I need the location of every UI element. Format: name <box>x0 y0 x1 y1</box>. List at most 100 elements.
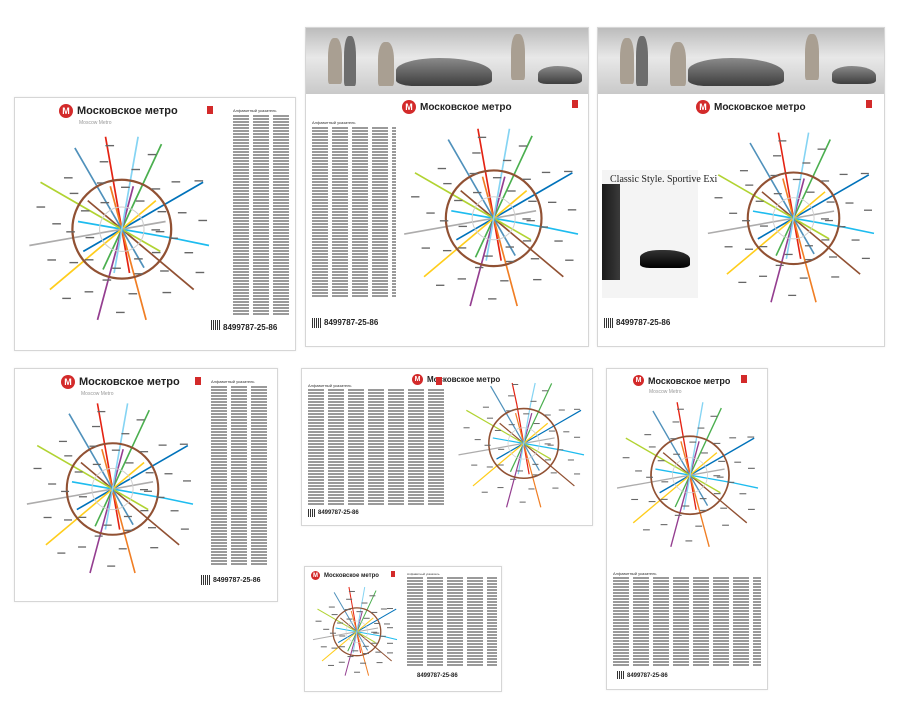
station-label <box>169 237 178 239</box>
phone-number: 8499787-25-86 <box>213 577 261 584</box>
car-advert-photo <box>306 28 588 94</box>
station-label <box>315 620 322 622</box>
station-label <box>674 514 682 516</box>
station-label <box>328 606 335 608</box>
station-label <box>739 170 748 172</box>
sheet-header: М Московское метро <box>59 104 178 118</box>
station-label <box>547 444 554 446</box>
metro-line <box>496 409 582 460</box>
station-label <box>471 464 478 466</box>
station-label <box>131 168 140 171</box>
sheet-header: М Московское метро <box>311 571 379 580</box>
station-label <box>179 443 188 445</box>
station-label <box>112 267 121 269</box>
station-label <box>526 220 535 222</box>
station-label <box>373 632 380 634</box>
metro-line <box>404 209 537 235</box>
metro-line <box>785 132 810 259</box>
model-figure <box>511 34 525 80</box>
metro-line <box>749 142 815 255</box>
station-label <box>58 440 67 443</box>
metro-line <box>717 174 830 240</box>
station-label <box>116 311 125 314</box>
station-label <box>352 650 359 652</box>
station-label <box>864 209 872 211</box>
circle-line <box>488 407 560 480</box>
phone-number: 8499787-25-86 <box>318 510 359 516</box>
model-figure <box>620 38 634 84</box>
station-label <box>716 476 724 478</box>
metro-line <box>477 128 502 261</box>
index-heading: Алфавитный указатель <box>211 379 255 384</box>
station-label <box>329 632 336 634</box>
moscow-emblem-icon <box>741 375 747 383</box>
map-sheet-3[interactable]: М Московское метро Classic Style. Sporti… <box>597 27 885 347</box>
station-label <box>759 225 768 227</box>
metro-line <box>447 139 516 256</box>
station-label <box>107 565 116 567</box>
station-label <box>443 182 452 185</box>
map-sheet-1[interactable]: М Московское метро Moscow Metro Алфавитн… <box>14 97 296 351</box>
station-label <box>539 226 548 228</box>
map-sheet-5[interactable]: М Московское метро Алфавитный указатель … <box>301 368 593 526</box>
model-figure <box>378 42 394 86</box>
index-heading: Алфавитный указатель <box>233 108 277 113</box>
sheet-title: Московское метро <box>77 105 178 117</box>
station-label <box>66 231 75 233</box>
station-label <box>759 245 768 248</box>
metro-logo-icon: М <box>633 375 644 386</box>
metro-line <box>655 468 759 489</box>
sheet-header: М Московское метро <box>412 374 500 385</box>
station-label <box>177 212 187 214</box>
station-label <box>457 278 467 280</box>
station-label <box>563 431 570 433</box>
center-ring <box>772 197 815 240</box>
station-label <box>642 529 650 531</box>
metro-map <box>616 402 759 547</box>
station-label <box>729 437 737 439</box>
station-label <box>84 259 94 261</box>
station-label <box>337 622 344 624</box>
station-label <box>331 614 338 616</box>
station-label <box>519 501 526 503</box>
station-label <box>747 436 755 438</box>
metro-line <box>96 186 135 321</box>
center-ring <box>99 206 145 252</box>
station-label <box>831 276 840 278</box>
station-label <box>824 219 833 222</box>
model-figure <box>670 42 686 86</box>
car-image <box>396 58 492 86</box>
metro-line <box>490 385 540 471</box>
station-label <box>328 664 335 666</box>
model-figure <box>344 36 356 86</box>
metro-line <box>659 437 755 494</box>
metro-line <box>625 437 721 494</box>
metro-line <box>460 189 564 278</box>
map-sheet-6[interactable]: М Московское метро Moscow Metro Алфавитн… <box>606 368 768 690</box>
station-label <box>458 225 467 228</box>
map-sheet-2[interactable]: М Московское метро Алфавитный указатель … <box>305 27 589 347</box>
station-label <box>670 438 678 440</box>
metro-line <box>109 186 147 321</box>
station-label <box>57 552 66 554</box>
station-label <box>486 466 493 468</box>
station-label <box>475 266 484 269</box>
metro-line <box>632 452 718 524</box>
metro-logo-icon: М <box>402 100 416 114</box>
metro-line <box>455 172 573 241</box>
station-label <box>631 498 639 501</box>
station-label <box>748 467 755 469</box>
phone-number: 8499787-25-86 <box>417 673 458 679</box>
station-label <box>685 540 693 542</box>
metro-line <box>509 383 553 473</box>
station-label <box>477 136 487 139</box>
qr-code-icon <box>312 318 322 328</box>
map-sheet-4[interactable]: М Московское метро Moscow Metro Алфавитн… <box>14 368 278 602</box>
station-label <box>78 546 87 548</box>
station-label <box>508 395 515 397</box>
station-label <box>510 478 517 480</box>
map-sheet-7[interactable]: М Московское метро Алфавитный указатель … <box>304 566 502 692</box>
station-label <box>47 259 57 261</box>
station-label <box>773 155 782 157</box>
moscow-emblem-icon <box>391 571 395 577</box>
